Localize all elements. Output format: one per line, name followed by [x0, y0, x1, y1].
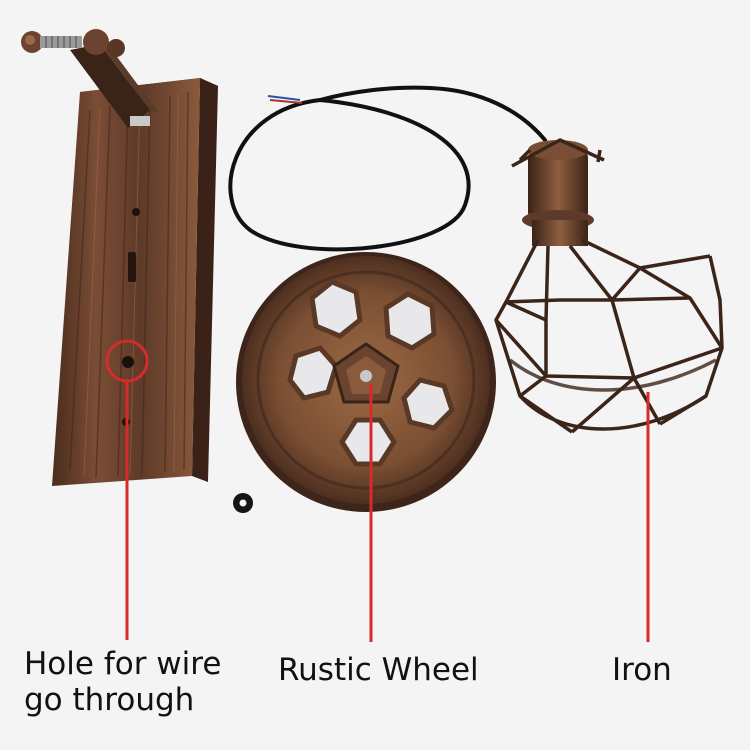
label-rustic-wheel: Rustic Wheel: [278, 652, 479, 688]
label-hole-for-wire: Hole for wire go through: [24, 646, 221, 718]
wooden-wall-plate: [52, 78, 218, 486]
rubber-grommet: [233, 493, 253, 513]
callout-hole: [105, 339, 149, 640]
iron-cage-shade: [494, 138, 724, 434]
label-iron: Iron: [612, 652, 672, 688]
rustic-wheel-canopy: [236, 252, 496, 512]
mount-bracket: [21, 29, 158, 128]
label-hole-line2: go through: [24, 682, 195, 718]
wire-ends: [267, 95, 303, 104]
label-hole-line1: Hole for wire: [24, 646, 222, 682]
black-cable: [228, 85, 547, 252]
